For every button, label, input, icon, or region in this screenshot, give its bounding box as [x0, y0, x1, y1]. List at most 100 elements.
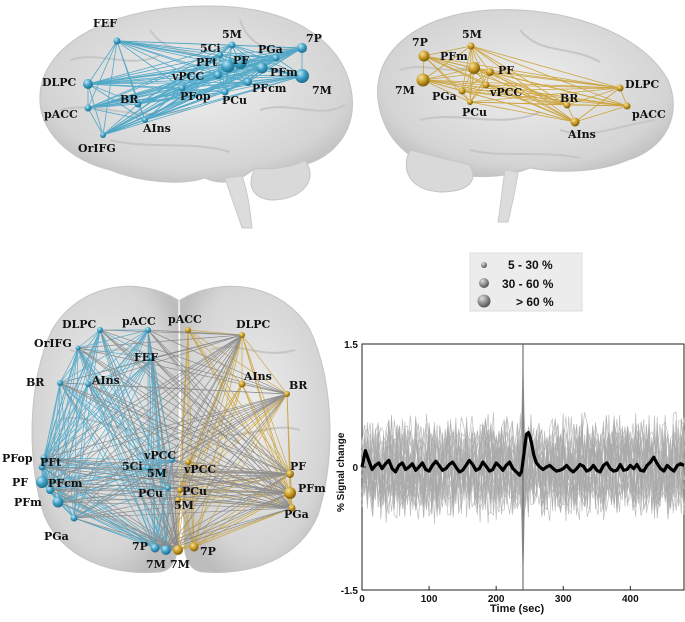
network-edge — [470, 45, 628, 107]
network-edge — [461, 87, 621, 92]
network-edge — [87, 357, 153, 385]
network-edge — [99, 329, 288, 395]
label-pga: PGa — [44, 530, 69, 543]
network-edge — [41, 334, 243, 483]
node-ains — [85, 381, 91, 387]
x-tick-label: 300 — [555, 594, 572, 605]
network-edge — [154, 507, 293, 549]
network-edge — [41, 383, 89, 483]
network-edge — [77, 347, 288, 395]
label-pga: PGa — [258, 43, 283, 56]
network-edge — [423, 55, 568, 106]
network-edge — [87, 81, 249, 85]
network-edge — [147, 334, 243, 469]
network-edge — [41, 466, 179, 551]
label-pf: PF — [290, 460, 306, 473]
x-tick-label: 0 — [359, 594, 365, 605]
right-network-nodes — [416, 42, 631, 127]
label-pfop: PFop — [180, 90, 211, 103]
network-edge — [77, 329, 149, 349]
node-7p — [297, 43, 307, 53]
label-7p: 7P — [412, 36, 428, 49]
label-ains: AIns — [243, 370, 272, 383]
legend-marker-small — [481, 262, 487, 268]
network-edge — [87, 54, 221, 85]
network-edge — [41, 347, 79, 483]
node-7m — [161, 545, 171, 555]
network-edge — [187, 329, 243, 336]
label-pacc: pACC — [632, 108, 666, 121]
network-edge — [77, 347, 293, 509]
node-5m — [467, 42, 475, 50]
node-fef — [149, 355, 155, 361]
network-edge — [177, 461, 189, 551]
network-edge — [489, 71, 621, 89]
network-edge — [59, 382, 179, 551]
network-edge — [574, 87, 621, 123]
network-edge — [49, 334, 243, 491]
network-edge — [87, 81, 249, 109]
network-edge — [485, 84, 621, 89]
node-pacc — [623, 102, 631, 110]
network-edge — [41, 393, 288, 483]
label-orifg: OrIFG — [34, 337, 72, 350]
node-pfm — [52, 496, 64, 508]
network-edge — [241, 334, 288, 395]
y-axis-label: % Signal change — [336, 432, 347, 512]
network-edge — [217, 74, 303, 77]
network-edge — [154, 393, 288, 549]
network-edge — [49, 382, 61, 491]
network-edge — [87, 83, 226, 93]
node-pcu — [221, 88, 229, 96]
label-vpcc: vPCC — [143, 449, 176, 462]
network-edge — [171, 459, 291, 475]
network-edge — [469, 101, 576, 123]
network-edge — [151, 357, 179, 551]
node-pfm — [256, 62, 268, 74]
right-node-labels: 7P 5M PFm PF 7M vPCC PGa PCu BR DLPC pAC… — [395, 28, 666, 141]
network-edge — [87, 103, 139, 109]
node-dlpc — [239, 332, 245, 338]
network-edge — [87, 75, 303, 85]
legend-marker-large — [477, 294, 491, 308]
label-pf: PF — [233, 54, 249, 67]
network-edge — [231, 44, 303, 49]
network-edge — [87, 40, 118, 109]
network-edge — [43, 457, 291, 475]
network-edge — [87, 383, 288, 395]
label-pcu: PCu — [222, 94, 247, 107]
label-pfop: PFop — [2, 452, 33, 465]
label-pf: PF — [498, 64, 514, 77]
left-node-labels: FEF 5M 5Ci 7P PGa PFt PF PFm 7M vPCC PFc… — [42, 17, 332, 155]
network-edge — [73, 487, 169, 519]
network-edge — [73, 473, 291, 519]
label-pacc: pACC — [168, 313, 202, 326]
network-edge — [43, 457, 291, 494]
network-edge — [73, 517, 167, 551]
label-ains: AIns — [567, 128, 596, 141]
node-br — [57, 380, 63, 386]
network-edge — [49, 471, 163, 491]
label-pfm: PFm — [440, 50, 468, 63]
node-pacc — [84, 104, 92, 112]
network-edge — [57, 334, 243, 503]
node-br — [284, 391, 290, 397]
network-edge — [177, 393, 288, 501]
network-edge — [73, 507, 293, 519]
label-5ci: 5Ci — [122, 460, 143, 473]
network-edge — [147, 467, 156, 549]
label-7m: 7M — [312, 84, 332, 97]
network-edge — [461, 84, 487, 92]
label-ains: AIns — [142, 122, 171, 135]
y-tick-label: -1.5 — [341, 586, 359, 597]
network-edge — [116, 40, 277, 59]
node-pf — [36, 476, 48, 488]
network-edge — [422, 79, 487, 86]
node-7m — [416, 73, 430, 87]
network-edge — [167, 487, 291, 494]
node-pfop — [40, 454, 48, 462]
network-edge — [422, 79, 568, 106]
network-edge — [49, 473, 291, 491]
network-edge — [241, 334, 291, 475]
